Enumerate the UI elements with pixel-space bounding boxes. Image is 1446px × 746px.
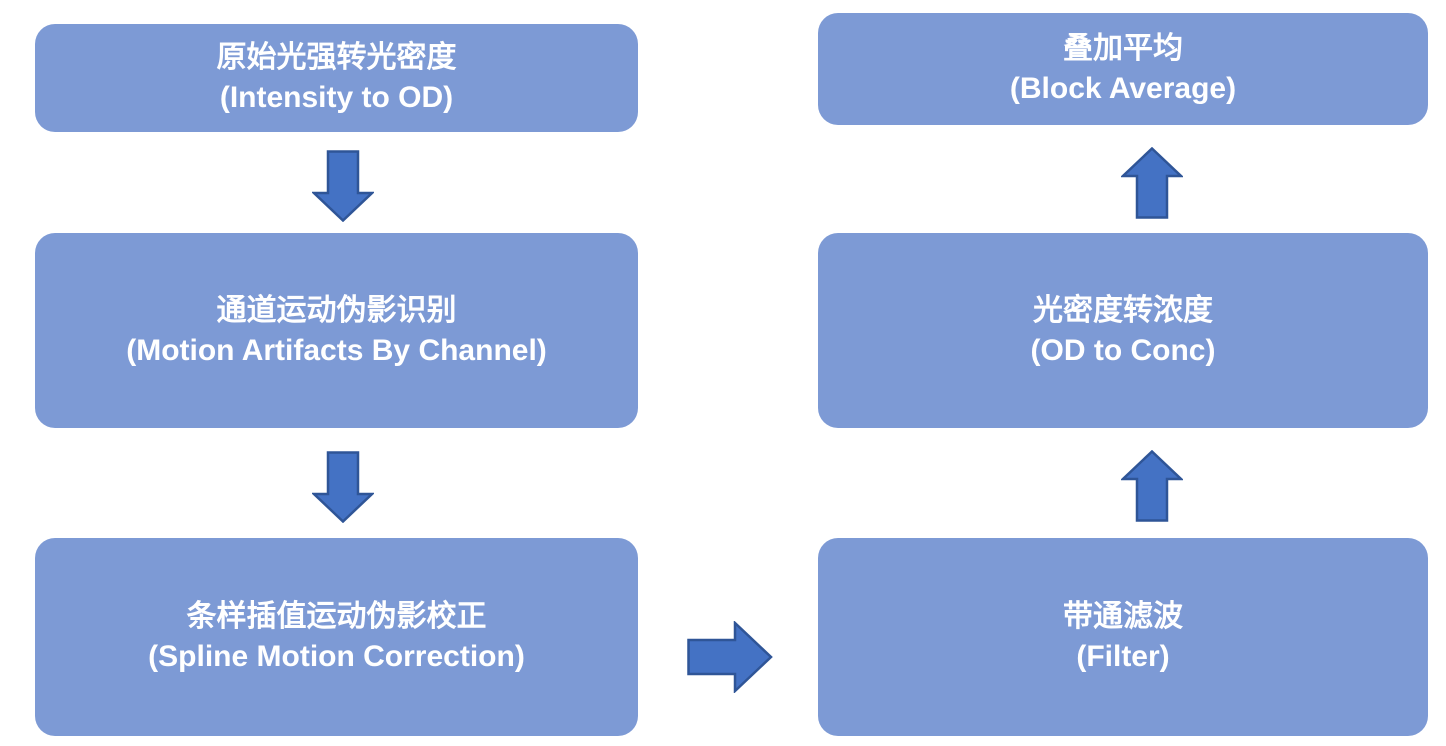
node-title: 原始光强转光密度 — [216, 41, 457, 75]
node-bandpass-filter: 带通滤波 (Filter) — [818, 538, 1428, 736]
node-subtitle: (Motion Artifacts By Channel) — [126, 333, 547, 367]
node-title: 条样插值运动伪影校正 — [186, 600, 487, 634]
node-spline-correction: 条样插值运动伪影校正 (Spline Motion Correction) — [35, 538, 638, 736]
node-block-average: 叠加平均 (Block Average) — [818, 13, 1428, 125]
arrow-down-icon — [312, 150, 374, 222]
arrow-up-icon — [1121, 450, 1183, 522]
node-title: 光密度转浓度 — [1033, 293, 1213, 327]
node-motion-artifacts: 通道运动伪影识别 (Motion Artifacts By Channel) — [35, 233, 638, 428]
node-subtitle: (Filter) — [1076, 640, 1170, 673]
node-intensity-to-od: 原始光强转光密度 (Intensity to OD) — [35, 24, 638, 132]
node-title: 带通滤波 — [1063, 600, 1183, 634]
node-subtitle: (Spline Motion Correction) — [148, 640, 525, 673]
node-subtitle: (OD to Conc) — [1030, 333, 1216, 367]
node-subtitle: (Block Average) — [1009, 72, 1237, 105]
node-title: 叠加平均 — [1063, 32, 1183, 66]
arrow-down-icon — [312, 451, 374, 523]
arrow-right-icon — [687, 621, 773, 693]
node-subtitle: (Intensity to OD) — [219, 81, 454, 114]
node-od-to-conc: 光密度转浓度 (OD to Conc) — [818, 233, 1428, 428]
node-title: 通道运动伪影识别 — [216, 293, 457, 327]
arrow-up-icon — [1121, 147, 1183, 219]
